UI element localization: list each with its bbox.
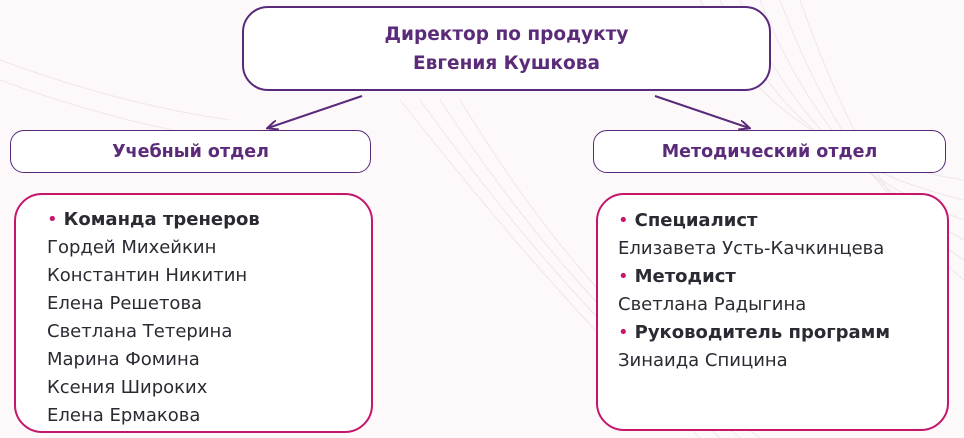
member-name: Светлана Радыгина [618, 294, 807, 315]
member-name: Константин Никитин [47, 265, 248, 286]
director-title: Директор по продукту [384, 23, 629, 45]
bullet-icon: • [618, 322, 629, 343]
member-name: Марина Фомина [47, 349, 200, 370]
member-name: Елена Решетова [47, 293, 203, 314]
director-name: Евгения Кушкова [413, 52, 600, 74]
department-node-methodology: Методический отдел [593, 130, 946, 173]
member-name: Елизавета Усть-Качкинцева [618, 238, 885, 259]
member-name: Светлана Тетерина [47, 321, 233, 342]
department-label: Методический отдел [661, 141, 878, 162]
member-name: Зинаида Спицина [618, 350, 788, 371]
group-heading: •Руководитель программ [618, 322, 891, 343]
group-heading: •Методист [618, 266, 736, 287]
member-name: Ксения Широких [47, 377, 208, 398]
bullet-icon: • [47, 209, 58, 230]
director-node: Директор по продукту Евгения Кушкова [242, 6, 771, 91]
member-name: Елена Ермакова [47, 405, 201, 426]
group-heading: •Специалист [618, 210, 758, 231]
team-box-methodology: •Специалист Елизавета Усть-Качкинцева •М… [596, 193, 949, 431]
department-node-training: Учебный отдел [10, 130, 371, 173]
team-box-training: •Команда тренеров Гордей Михейкин Конста… [14, 193, 373, 433]
member-list: •Специалист Елизавета Усть-Качкинцева •М… [618, 207, 939, 375]
connector-to-right-dept [654, 95, 749, 128]
member-name: Гордей Михейкин [47, 237, 217, 258]
bullet-icon: • [618, 266, 629, 287]
member-list: •Команда тренеров Гордей Михейкин Конста… [47, 206, 363, 430]
connector-to-left-dept [268, 95, 363, 128]
group-heading: •Команда тренеров [47, 209, 260, 230]
department-label: Учебный отдел [112, 141, 269, 162]
bullet-icon: • [618, 210, 629, 231]
